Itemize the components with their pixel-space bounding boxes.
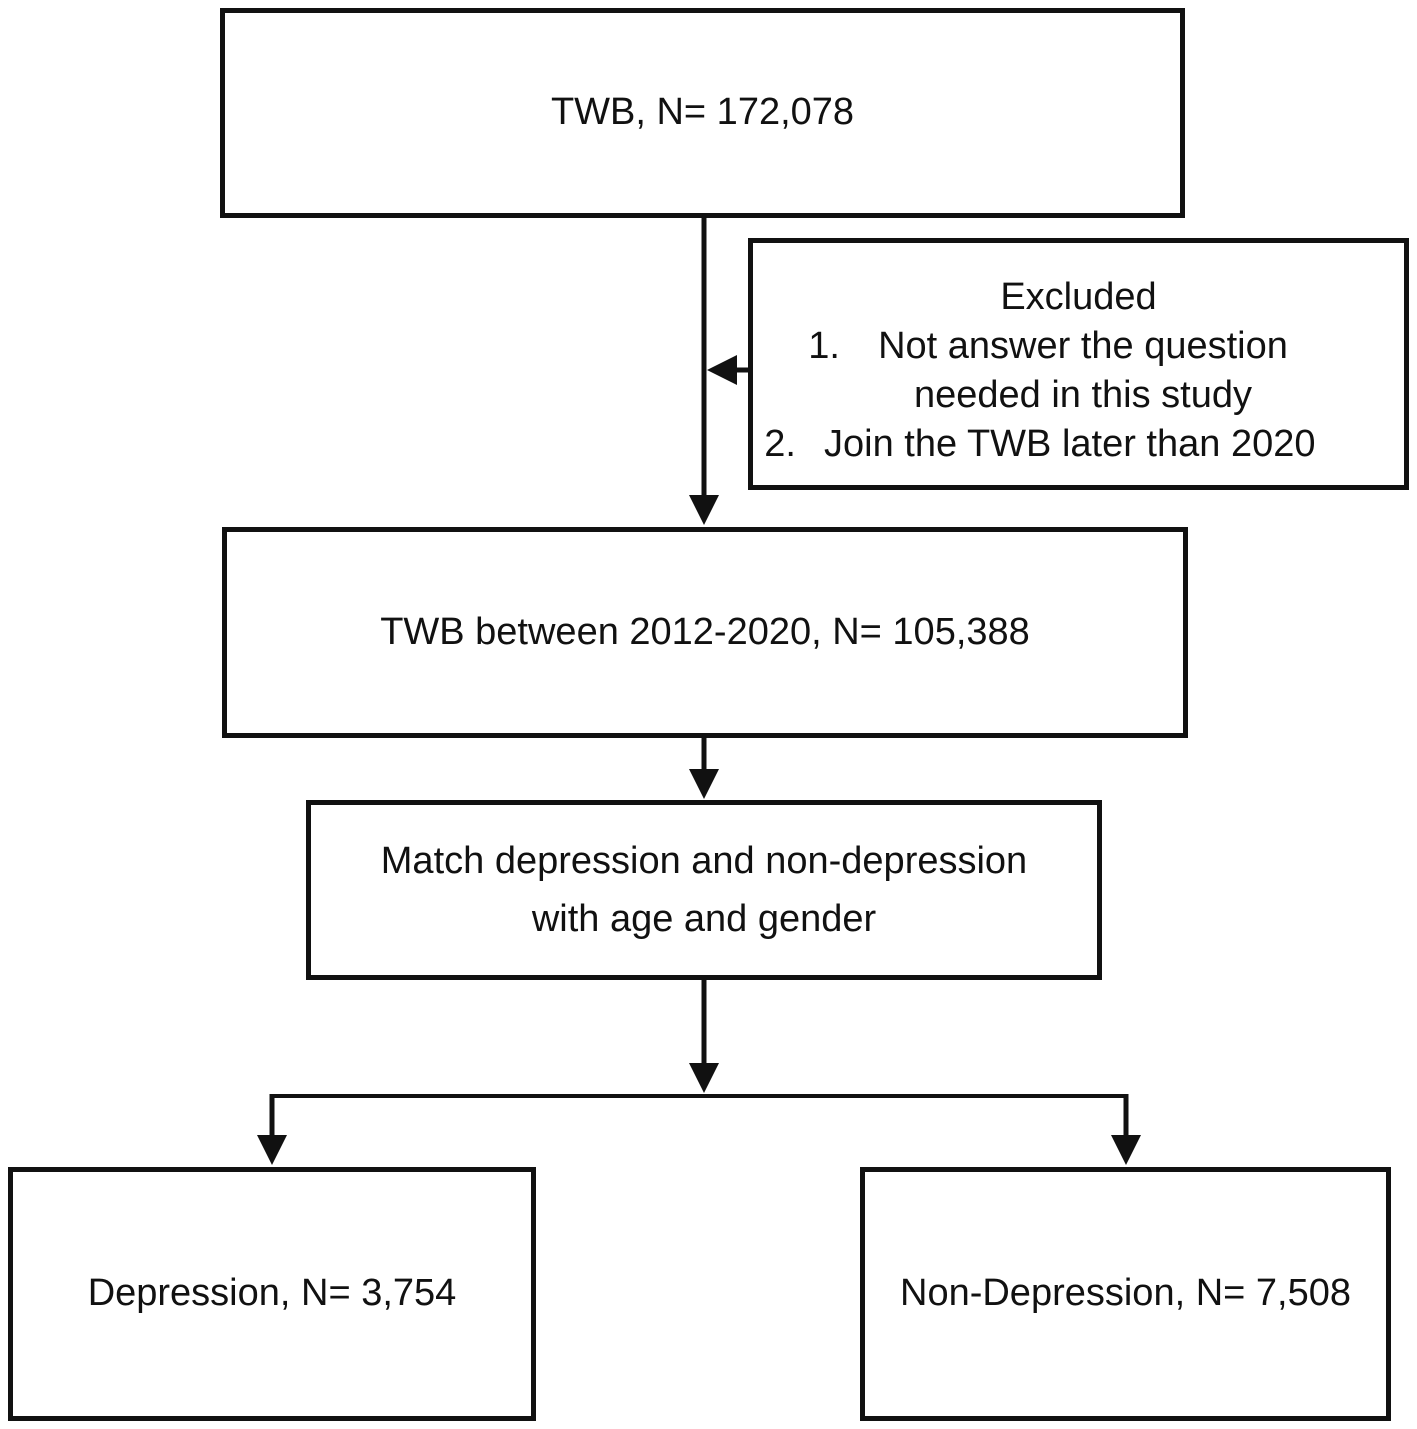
depression-label: Depression, N= 3,754 — [87, 1272, 457, 1315]
match-label: Match depression and non-depression with… — [380, 840, 1028, 940]
excluded-item-2: 2. Join the TWB later than 2020 — [739, 420, 1404, 469]
twb-between-box: TWB between 2012-2020, N= 105,388 — [222, 527, 1188, 738]
twb-between-label: TWB between 2012-2020, N= 105,388 — [380, 610, 1030, 653]
non-depression-label: Non-Depression, N= 7,508 — [900, 1272, 1351, 1315]
excluded-item-2-number: 2. — [764, 423, 796, 465]
excluded-item-2-text: Join the TWB later than 2020 — [824, 423, 1316, 465]
match-box: Match depression and non-depression with… — [306, 800, 1102, 980]
excluded-heading: Excluded — [1000, 276, 1157, 318]
non-depression-box: Non-Depression, N= 7,508 — [860, 1167, 1391, 1421]
excluded-item-1: 1. Not answer the question needed in thi… — [753, 322, 1404, 420]
excluded-item-1-text: Not answer the question needed in this s… — [878, 325, 1288, 416]
excluded-item-1-number: 1. — [808, 325, 840, 367]
twb-total-label: TWB, N= 172,078 — [550, 91, 855, 134]
excluded-box: Excluded 1. Not answer the question need… — [748, 238, 1409, 490]
depression-box: Depression, N= 3,754 — [8, 1167, 536, 1421]
twb-total-box: TWB, N= 172,078 — [220, 8, 1185, 218]
